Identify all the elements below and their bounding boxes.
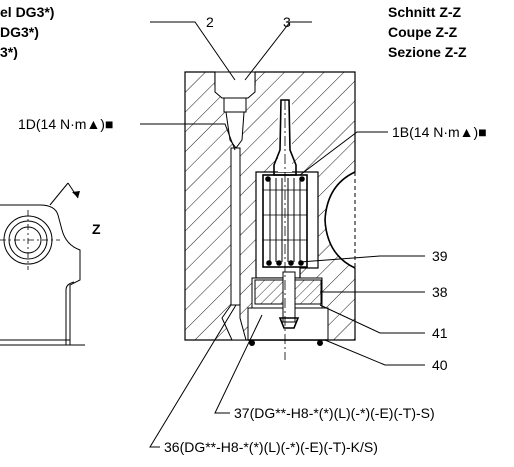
title-left-line-1: el DG3*): [0, 4, 54, 20]
view-marker-z: Z: [92, 221, 101, 237]
callout-39: 39: [432, 248, 448, 264]
callout-41: 41: [432, 325, 448, 341]
title-left-line-2: DG3*): [0, 24, 39, 40]
callout-3: 3: [283, 14, 291, 30]
callout-1b: 1B(14 N·m▲)■: [392, 124, 487, 140]
callout-38: 38: [432, 284, 448, 300]
callout-36: 36(DG**-H8-*(*)(L)(-*)(-E)(-T)-K/S): [164, 439, 378, 455]
side-view-fragment: [0, 182, 85, 346]
callout-2: 2: [206, 14, 214, 30]
callout-37: 37(DG**-H8-*(*)(L)(-*)(-E)(-T)-S): [234, 405, 435, 421]
title-left: el DG3*) DG3*) 3*): [0, 4, 54, 60]
section-title-fr: Coupe Z-Z: [388, 24, 458, 40]
section-title-it: Sezione Z-Z: [388, 44, 467, 60]
section-title: Schnitt Z-Z Coupe Z-Z Sezione Z-Z: [388, 4, 467, 60]
title-left-line-3: 3*): [0, 44, 18, 60]
section-title-de: Schnitt Z-Z: [388, 4, 462, 20]
callout-1d: 1D(14 N·m▲)■: [18, 116, 113, 132]
callout-40: 40: [432, 357, 448, 373]
cartridge-assembly: [248, 99, 328, 346]
leader-lines: [140, 21, 425, 448]
